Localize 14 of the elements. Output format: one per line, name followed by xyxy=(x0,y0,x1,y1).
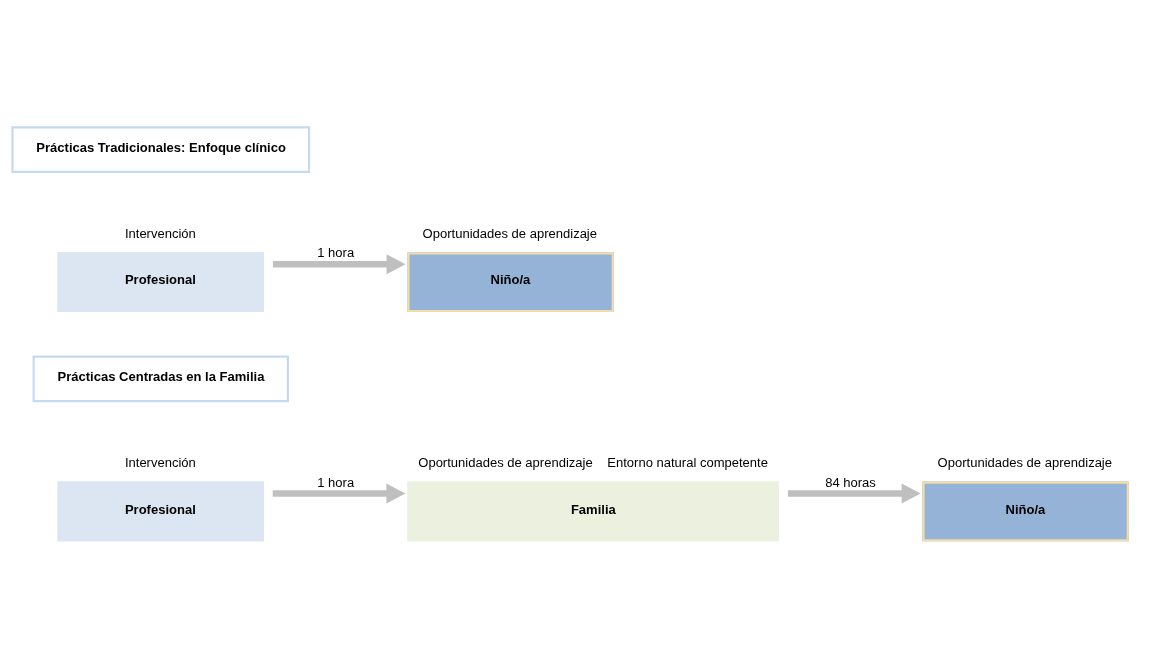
node-label: Intervención xyxy=(124,454,196,470)
edge-label: 84 horas xyxy=(825,474,876,490)
node-box: Prácticas Centradas en la Familia xyxy=(32,355,289,402)
edge-label: 1 hora xyxy=(317,244,355,260)
arrow xyxy=(272,483,406,503)
node-label: Oportunidades de aprendizaje xyxy=(422,225,598,241)
node-label: Oportunidades de aprendizaje xyxy=(937,454,1113,470)
arrow xyxy=(787,483,921,503)
arrow xyxy=(272,253,406,274)
node-box: Prácticas Tradicionales: Enfoque clínico xyxy=(11,125,311,173)
node-label: Intervención xyxy=(124,225,196,241)
node-label: Entorno natural competente xyxy=(607,454,768,470)
edge-label: 1 hora xyxy=(317,474,355,490)
node-label: Oportunidades de aprendizaje xyxy=(418,454,593,470)
